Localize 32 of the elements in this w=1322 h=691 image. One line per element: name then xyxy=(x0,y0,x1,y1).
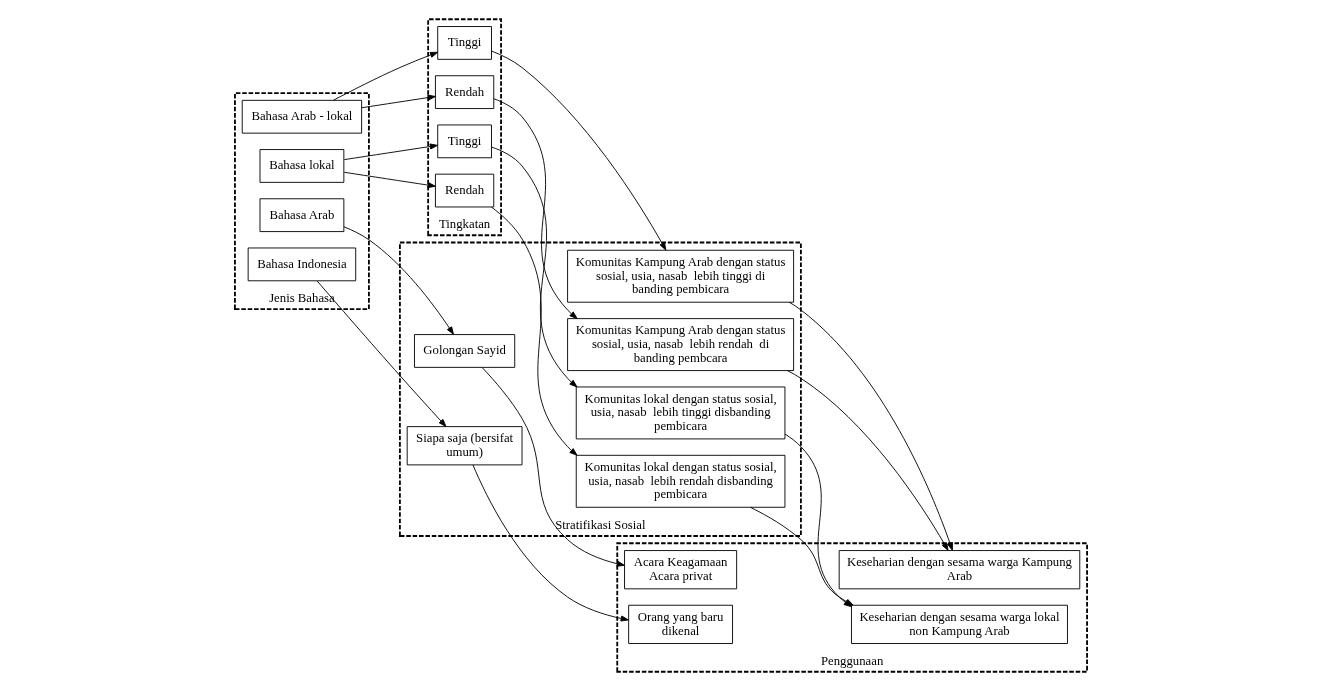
arrow xyxy=(491,50,667,251)
arrow xyxy=(472,464,629,622)
node-box: Bahasa lokal xyxy=(259,149,345,183)
node-box: Bahasa Arab - lokal xyxy=(241,99,363,134)
arrow xyxy=(316,280,447,427)
arrow xyxy=(361,94,436,109)
arrow xyxy=(491,146,578,388)
arrow xyxy=(787,370,949,551)
arrow xyxy=(333,51,439,101)
arrow xyxy=(343,171,436,189)
node-box: Komunitas Kampung Arab dengan status sosial, usia, nasab lebih rendah di banding pembcara xyxy=(567,318,795,371)
node-box: Keseharian dengan sesama warga Kampung Arab xyxy=(838,550,1081,590)
node-box: Rendah xyxy=(435,173,495,208)
node-box: Bahasa Arab xyxy=(259,198,345,233)
node-box: Komunitas lokal dengan status sosial, usia, nasab lebih tinggi disbanding pembicara xyxy=(575,386,786,440)
arrow xyxy=(490,206,578,456)
node-box: Acara Keagamaan Acara privat xyxy=(624,550,738,590)
node-box: Komunitas Kampung Arab dengan status sosial, usia, nasab lebih tinggi di banding pembicara xyxy=(567,249,795,303)
node-box: Golongan Sayid xyxy=(414,334,516,368)
node-box: Keseharian dengan sesama warga lokal non Kampung Arab xyxy=(851,604,1068,644)
arrow xyxy=(493,98,578,319)
node-box: Komunitas lokal dengan status sosial, usia, nasab lebih rendah disbanding pembicara xyxy=(575,454,786,508)
node-box: Rendah xyxy=(435,75,495,109)
node-box: Tinggi xyxy=(437,26,492,60)
node-box: Siapa saja (bersifat umum) xyxy=(406,426,523,466)
node-box: Tinggi xyxy=(437,124,492,159)
node-box: Bahasa Indonesia xyxy=(247,247,357,282)
node-box: Orang yang baru dikenal xyxy=(628,604,733,644)
arrow xyxy=(343,226,454,335)
arrow xyxy=(343,143,438,161)
arrow xyxy=(481,367,625,567)
arrow xyxy=(788,301,953,551)
